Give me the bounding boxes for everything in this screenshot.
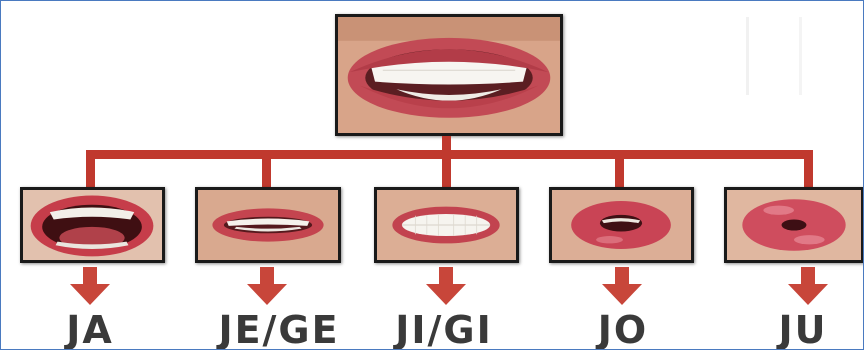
branch-drop-ji-gi xyxy=(442,150,451,188)
branch-drop-je-ge xyxy=(262,150,271,188)
down-arrow-icon xyxy=(602,267,642,305)
branch-photo-ja xyxy=(20,187,165,263)
down-arrow-icon xyxy=(70,267,110,305)
rounded-lips-jo-image xyxy=(552,190,691,260)
down-arrow-icon xyxy=(426,267,466,305)
syllable-label-ju: JU xyxy=(753,309,853,350)
down-arrow-icon xyxy=(247,267,287,305)
branch-photo-je-ge xyxy=(195,187,341,263)
branch-photo-ji-gi xyxy=(374,187,519,263)
branch-photo-ju xyxy=(724,187,864,263)
syllable-label-je-ge: JE/GE xyxy=(194,309,364,350)
syllable-label-ji-gi: JI/GI xyxy=(379,309,509,350)
root-mouth-photo xyxy=(335,14,563,136)
down-arrow-icon xyxy=(788,267,828,305)
branch-drop-ju xyxy=(804,150,813,188)
branch-photo-jo xyxy=(549,187,694,263)
open-mouth-ja-image xyxy=(23,190,162,260)
wide-smile-je-ge-image xyxy=(198,190,338,260)
syllable-label-ja: JA xyxy=(45,309,135,350)
branch-drop-jo xyxy=(615,150,624,188)
branch-drop-ja xyxy=(86,150,95,188)
teeth-smile-ji-gi-image xyxy=(377,190,516,260)
faint-background-mark xyxy=(746,17,802,95)
smiling-mouth-image xyxy=(338,17,560,133)
puckered-lips-ju-image xyxy=(727,190,861,260)
syllable-label-jo: JO xyxy=(573,309,673,350)
